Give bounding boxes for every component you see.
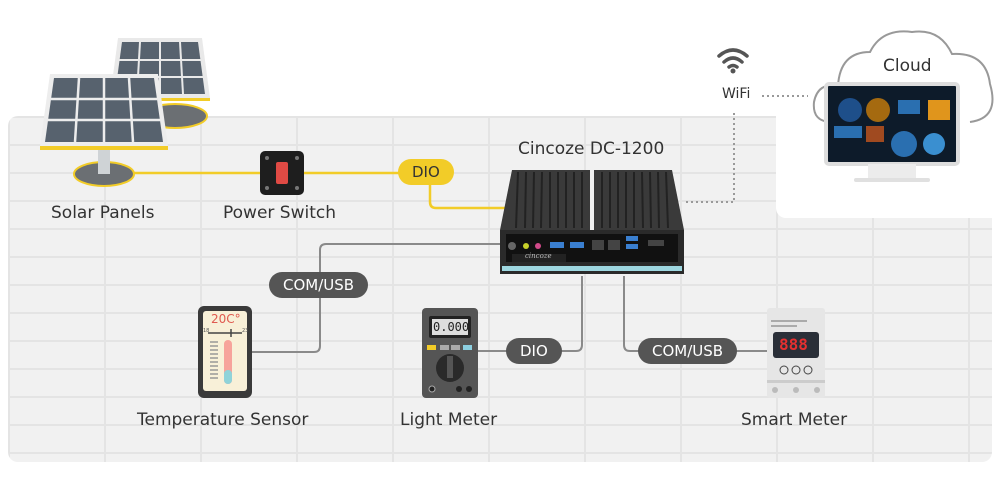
cloud-label: Cloud: [883, 56, 932, 76]
wifi-label: WiFi: [722, 86, 751, 102]
temperature-scale-max: 23: [242, 328, 249, 334]
power-switch-icon[interactable]: [260, 151, 304, 195]
temperature-scale-min: 18: [203, 328, 210, 334]
wifi-icon: [717, 48, 749, 74]
light-meter-icon: [422, 308, 478, 398]
smart-meter-label: Smart Meter: [741, 410, 848, 430]
solar-panels-icon: [40, 38, 210, 187]
cincoze-controller-device[interactable]: [498, 170, 686, 278]
data-line-temperature: [250, 243, 505, 353]
smart-meter-icon: [767, 308, 825, 398]
dio-badge-top: DIO: [398, 159, 454, 185]
data-line-light-meter: [476, 276, 583, 352]
light-meter-label: Light Meter: [400, 410, 498, 430]
light-meter-display: 0.000: [433, 320, 470, 334]
solar-panels-label: Solar Panels: [51, 203, 155, 223]
power-switch-label: Power Switch: [223, 203, 337, 223]
temperature-sensor-label: Temperature Sensor: [137, 410, 309, 430]
cloud-icon: [812, 30, 994, 182]
cincoze-brand-mark: cincoze: [525, 252, 552, 260]
data-line-smart-meter: [623, 276, 770, 352]
wifi-link-controller: [686, 110, 735, 203]
smart-meter-display: 888: [779, 335, 808, 354]
com-usb-badge-left: COM/USB: [269, 272, 369, 298]
controller-label: Cincoze DC-1200: [518, 139, 665, 159]
com-usb-badge-right: COM/USB: [638, 338, 738, 364]
power-line-dio-controller: [428, 185, 505, 210]
dio-badge-bottom: DIO: [506, 338, 562, 364]
temperature-reading: 20C°: [211, 312, 241, 326]
temperature-sensor-icon: [198, 306, 252, 398]
